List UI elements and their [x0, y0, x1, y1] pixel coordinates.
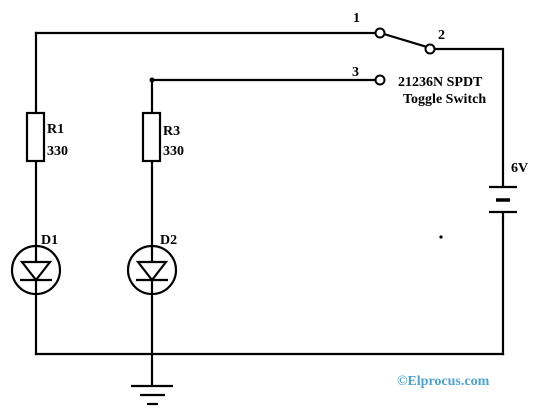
resistor-r1 — [25, 111, 46, 163]
resistor-r3 — [141, 111, 162, 163]
wire-right-top — [431, 47, 505, 187]
switch-pin1-label: 1 — [353, 11, 360, 26]
switch-terminal-2 — [424, 43, 436, 55]
d1-label: D1 — [41, 233, 58, 248]
switch-description: Toggle Switch — [403, 92, 486, 107]
r1-name: R1 — [47, 122, 64, 137]
switch-lever — [382, 32, 429, 49]
switch-pin3-label: 3 — [352, 65, 359, 80]
switch-terminal-1 — [374, 27, 386, 39]
battery-voltage: 6V — [511, 161, 528, 176]
switch-terminal-3 — [374, 74, 386, 86]
d2-label: D2 — [160, 233, 177, 248]
battery — [489, 185, 517, 218]
led-d2 — [126, 244, 178, 296]
ground-symbol — [131, 384, 173, 406]
watermark: ©Elprocus.com — [397, 374, 490, 389]
r3-value: 330 — [163, 144, 184, 159]
switch-part-number: 21236N SPDT — [398, 75, 483, 90]
led-d1 — [10, 244, 62, 296]
junction-dot — [149, 77, 155, 83]
r1-value: 330 — [47, 144, 68, 159]
stray-dot — [439, 235, 443, 239]
switch-pin2-label: 2 — [438, 28, 445, 43]
r3-name: R3 — [163, 124, 180, 139]
